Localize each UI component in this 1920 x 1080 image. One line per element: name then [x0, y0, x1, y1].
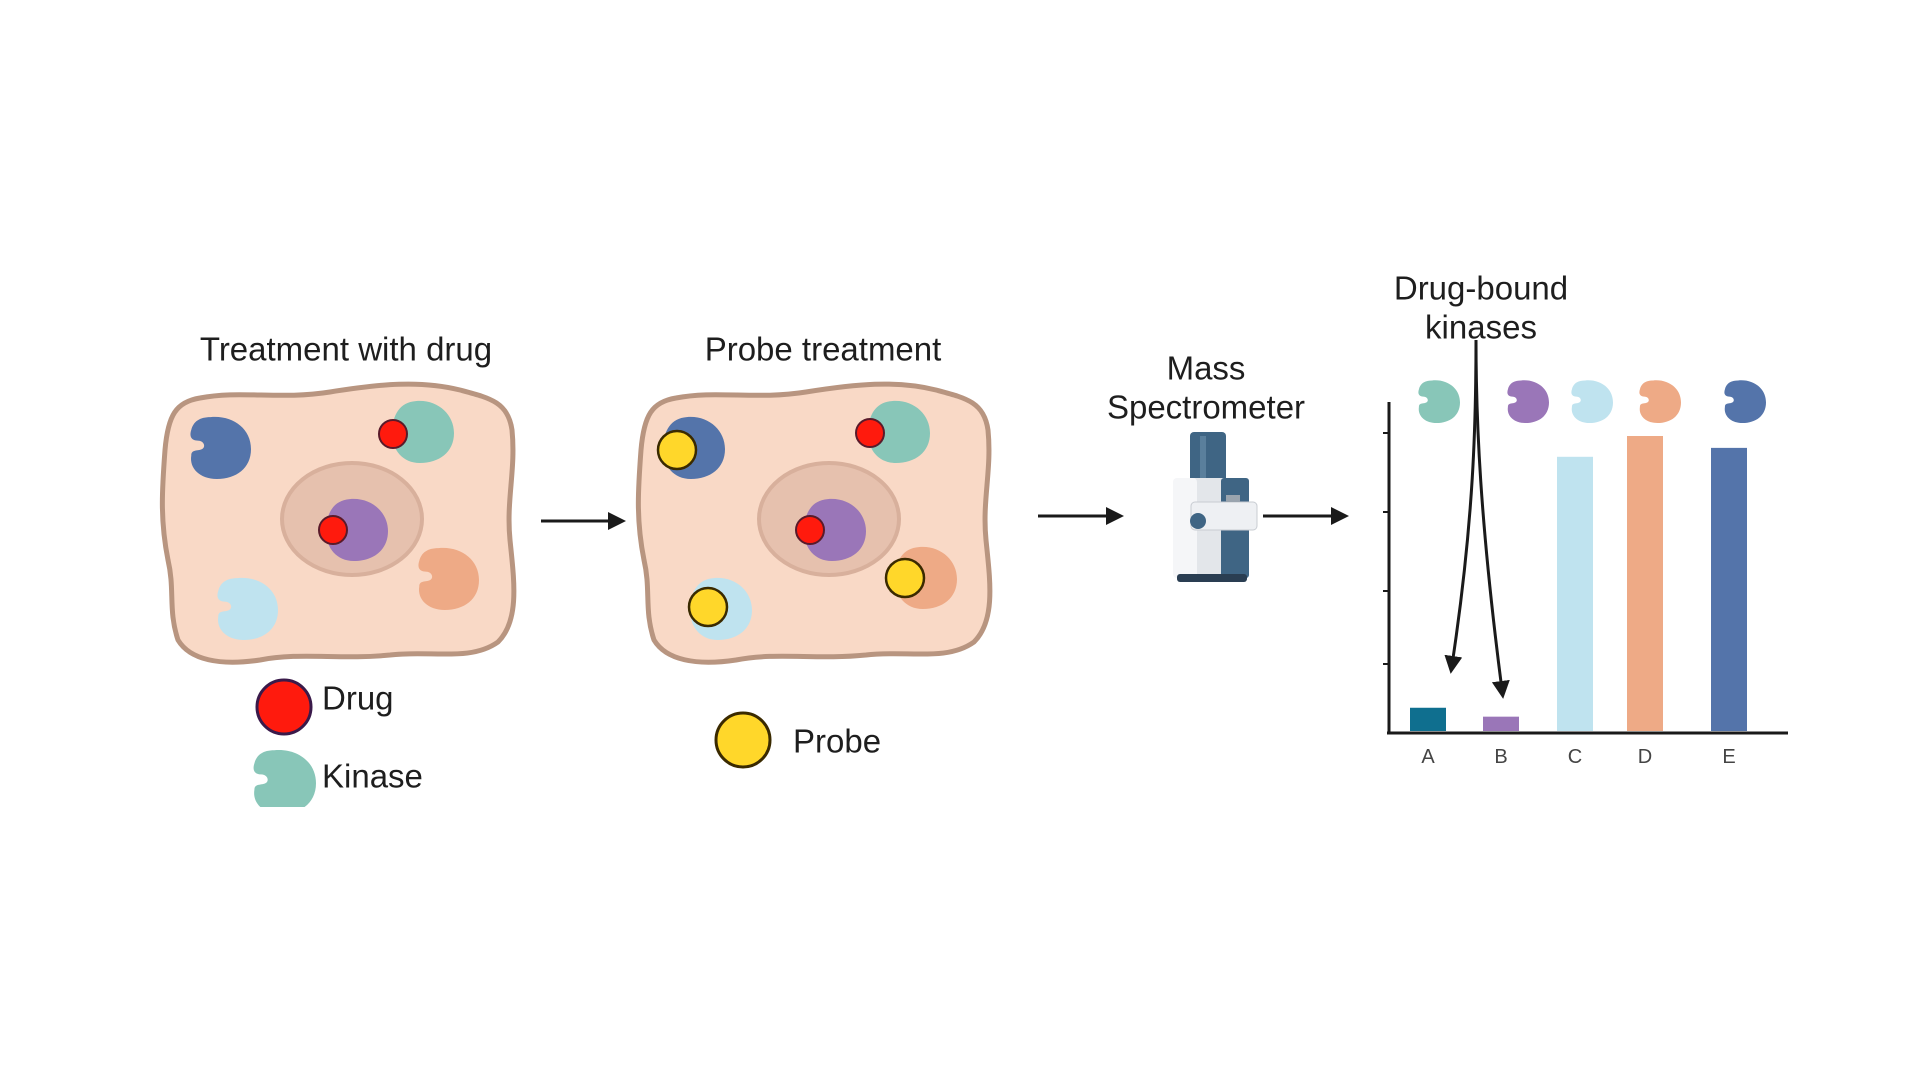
- step-title-mass-line2: Spectrometer: [1106, 388, 1306, 426]
- drug-icon: [378, 419, 408, 449]
- bar-D: [1627, 436, 1663, 731]
- legend-drug-icon: [255, 678, 313, 736]
- annotation-drug-bound-line2: kinases: [1425, 308, 1537, 346]
- legend-probe-icon: [714, 711, 772, 769]
- step-title-mass-line1: Mass: [1166, 349, 1246, 387]
- x-tick-label-E: E: [1722, 746, 1736, 768]
- annotation-arrow-to-B: [1474, 339, 1510, 699]
- legend-kinase-label: Kinase: [322, 757, 423, 795]
- legend-kinase-icon: [253, 749, 316, 807]
- step-title-drug-treatment: Treatment with drug: [199, 330, 493, 368]
- drug-icon: [795, 515, 825, 545]
- x-tick-label-B: B: [1494, 746, 1508, 768]
- probe-icon: [687, 586, 729, 628]
- kinase-icon-E: [1724, 380, 1766, 423]
- legend-probe-label: Probe: [793, 722, 882, 760]
- bar-A: [1410, 707, 1446, 731]
- x-tick-label-A: A: [1421, 746, 1435, 768]
- bar-chart: [1383, 339, 1788, 735]
- drug-icon: [855, 418, 885, 448]
- cell-probe-treatment: [635, 381, 993, 665]
- drug-icon: [318, 515, 348, 545]
- bar-C: [1557, 456, 1593, 731]
- annotation-drug-bound-line1: Drug-bound: [1393, 269, 1569, 307]
- probe-icon: [884, 557, 926, 599]
- kinase-icon-C: [1571, 380, 1613, 423]
- annotation-arrow-to-A: [1444, 339, 1478, 674]
- probe-icon: [656, 429, 698, 471]
- x-tick-label-C: C: [1567, 746, 1583, 768]
- kinase-icon-D: [1639, 380, 1681, 423]
- kinase-icon-A: [1418, 380, 1460, 423]
- cell-drug-treatment: [159, 381, 517, 665]
- legend-drug-label: Drug: [322, 679, 394, 717]
- mass-spectrometer-icon: [1173, 432, 1258, 582]
- x-tick-label-D: D: [1637, 746, 1653, 768]
- bar-E: [1711, 447, 1747, 731]
- step-title-probe-treatment: Probe treatment: [704, 330, 942, 368]
- kinase-icon-B: [1507, 380, 1549, 423]
- bar-B: [1483, 716, 1519, 731]
